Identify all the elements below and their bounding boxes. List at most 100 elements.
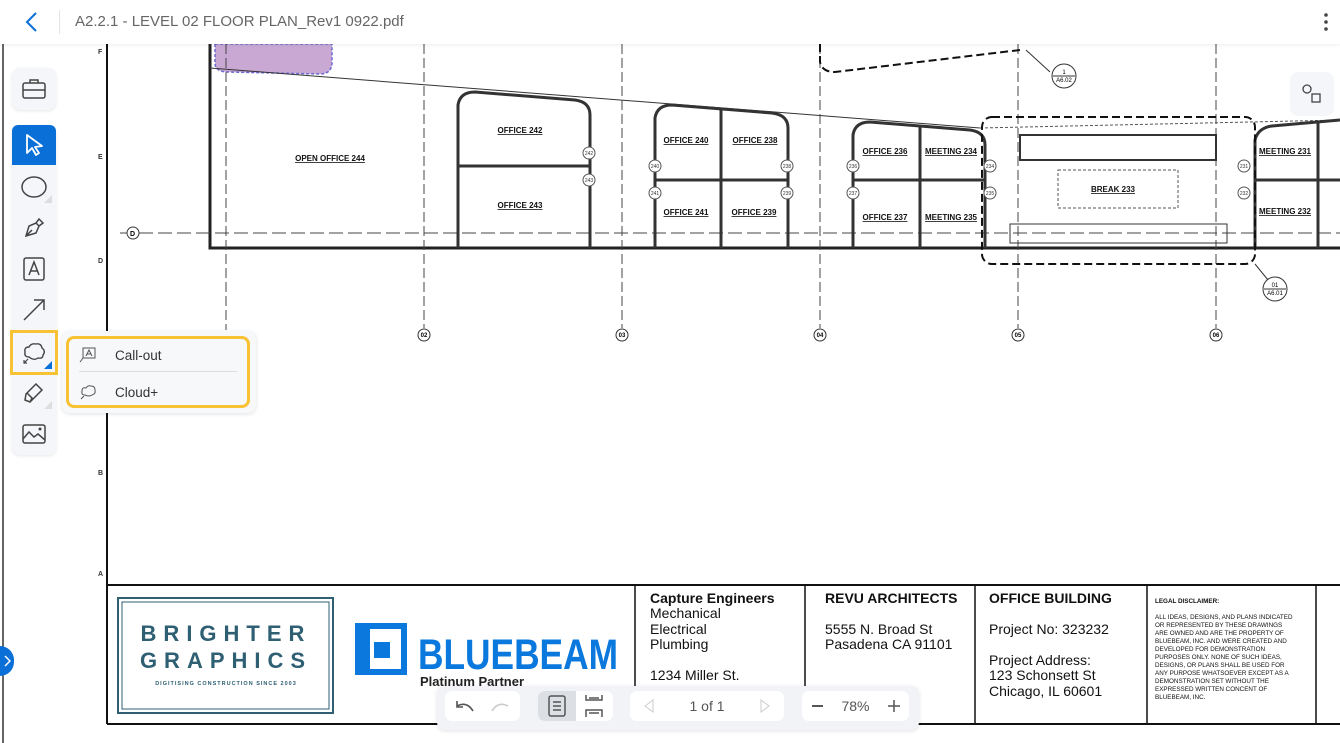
plus-icon <box>888 700 900 712</box>
continuous-page-icon <box>585 695 603 717</box>
svg-text:Pasadena CA 91101: Pasadena CA 91101 <box>825 636 953 652</box>
svg-text:1234 Miller St.: 1234 Miller St. <box>650 667 739 683</box>
svg-text:D: D <box>130 231 135 238</box>
svg-text:BLUEBEAM, INC. AND WERE CREATE: BLUEBEAM, INC. AND WERE CREATED AND <box>1155 638 1287 645</box>
triangle-left-icon <box>644 699 654 713</box>
bottom-navigation-bar: 1 of 1 78% <box>437 686 919 730</box>
svg-text:123 Schonsett St: 123 Schonsett St <box>989 667 1096 683</box>
zoom-in-button[interactable] <box>879 691 909 721</box>
expand-panel-button[interactable] <box>0 646 14 676</box>
briefcase-icon <box>22 79 46 99</box>
ellipse-icon <box>21 176 47 198</box>
svg-text:Chicago, IL 60601: Chicago, IL 60601 <box>989 683 1102 699</box>
room-label: OFFICE 236 <box>863 147 908 156</box>
page-indicator[interactable]: 1 of 1 <box>689 698 725 714</box>
view-mode-group <box>538 691 613 721</box>
svg-text:ARE OWNED AND ARE THE PROPERTY: ARE OWNED AND ARE THE PROPERTY OF <box>1155 630 1284 637</box>
zoom-controls: 78% <box>802 691 909 721</box>
previous-page-button[interactable] <box>630 691 668 721</box>
cloud-plus-icon <box>80 385 96 400</box>
ellipse-tool[interactable] <box>12 167 56 207</box>
undo-button[interactable] <box>445 691 483 721</box>
svg-text:DIGITISING CONSTRUCTION SINCE: DIGITISING CONSTRUCTION SINCE 2003 <box>155 681 297 687</box>
row-label: E <box>98 154 103 161</box>
svg-text:ALL IDEAS, DESIGNS, AND PLANS: ALL IDEAS, DESIGNS, AND PLANS INDICATED <box>1155 614 1293 621</box>
svg-text:GRAPHICS: GRAPHICS <box>140 648 312 673</box>
next-page-button[interactable] <box>746 691 784 721</box>
cloud-icon <box>23 342 45 364</box>
row-label: D <box>98 258 103 265</box>
select-tool[interactable] <box>12 125 56 165</box>
grid-label: 04 <box>817 333 824 339</box>
svg-text:REVU ARCHITECTS: REVU ARCHITECTS <box>825 590 958 606</box>
cursor-icon <box>26 134 43 156</box>
zoom-level[interactable]: 78% <box>841 698 870 714</box>
brighter-graphics-logo: BRIGHTER GRAPHICS DIGITISING CONSTRUCTIO… <box>117 597 334 714</box>
toolchest-button[interactable] <box>12 69 56 109</box>
door-tag: 231 <box>1240 164 1249 170</box>
image-tool[interactable] <box>12 414 56 454</box>
arrow-icon <box>23 299 45 321</box>
minus-icon <box>811 705 823 707</box>
section-ref: 1 <box>1062 70 1066 76</box>
menu-divider <box>79 371 237 372</box>
room-label: OFFICE 239 <box>732 208 777 217</box>
continuous-view-button[interactable] <box>576 691 614 721</box>
triangle-right-icon <box>760 699 770 713</box>
room-label: OFFICE 241 <box>664 208 709 217</box>
zoom-out-button[interactable] <box>802 691 832 721</box>
menu-item-callout[interactable]: Call-out <box>69 339 247 371</box>
highlighter-tool[interactable] <box>12 373 56 413</box>
cloud-tool[interactable] <box>10 330 58 375</box>
grid-label: 05 <box>1015 333 1022 339</box>
shapes-button[interactable] <box>1290 72 1334 116</box>
row-label: F <box>98 49 103 56</box>
markup-toolbar <box>10 125 58 455</box>
svg-text:5555 N. Broad St: 5555 N. Broad St <box>825 621 933 637</box>
grid-label: 03 <box>619 333 626 339</box>
tool-panel-top <box>12 68 56 110</box>
svg-text:OFFICE BUILDING: OFFICE BUILDING <box>989 590 1112 606</box>
legal-disclaimer: LEGAL DISCLAIMER: ALL IDEAS, DESIGNS, AN… <box>1155 598 1293 701</box>
arrow-tool[interactable] <box>12 290 56 330</box>
door-tag: 241 <box>651 191 660 197</box>
room-label: OFFICE 240 <box>664 136 709 145</box>
section-ref: 01 <box>1272 283 1279 289</box>
svg-text:BLUEBEAM, INC.: BLUEBEAM, INC. <box>1155 694 1206 701</box>
chevron-left-icon[interactable] <box>20 10 44 34</box>
menu-item-cloud-plus[interactable]: Cloud+ <box>69 376 247 408</box>
section-ref: A6.02 <box>1056 78 1072 84</box>
door-tag: 236 <box>849 164 858 170</box>
divider <box>59 10 60 34</box>
svg-text:EXPRESSED WRITTEN CONCENT OF: EXPRESSED WRITTEN CONCENT OF <box>1155 686 1267 693</box>
pen-tool[interactable] <box>12 208 56 248</box>
svg-text:DESIGNS, OR PLANS SHALL BE USE: DESIGNS, OR PLANS SHALL BE USED FOR <box>1155 662 1285 669</box>
room-label: MEETING 231 <box>1259 147 1312 156</box>
door-tag: 235 <box>986 191 995 197</box>
single-page-icon <box>548 695 566 717</box>
svg-text:Platinum Partner: Platinum Partner <box>420 674 524 689</box>
grid-label: 02 <box>421 333 428 339</box>
cloud-submenu: Call-out Cloud+ <box>62 331 256 413</box>
section-ref: A6.01 <box>1267 291 1283 297</box>
text-tool[interactable] <box>12 249 56 289</box>
kebab-icon[interactable] <box>1320 10 1332 34</box>
undo-redo-group <box>445 691 520 721</box>
room-label: MEETING 232 <box>1259 207 1312 216</box>
svg-text:DEMONSTRATION SET WITHOUT THE: DEMONSTRATION SET WITHOUT THE <box>1155 678 1269 685</box>
pen-icon <box>24 217 45 238</box>
row-label: A <box>98 571 103 578</box>
room-label: OPEN OFFICE 244 <box>295 154 365 163</box>
svg-text:BRIGHTER: BRIGHTER <box>141 621 312 646</box>
svg-text:ANY PURPOSE WHATSOEVER EXCEPT: ANY PURPOSE WHATSOEVER EXCEPT AS A <box>1155 670 1289 677</box>
door-tag: 239 <box>783 191 792 197</box>
floor-plan-drawing: F E D B A D 02 03 04 05 06 1A6.02 <box>2 44 1340 743</box>
row-label: B <box>98 470 103 477</box>
room-label: OFFICE 238 <box>733 136 778 145</box>
svg-text:BLUEBEAM: BLUEBEAM <box>418 631 618 679</box>
door-tag: 240 <box>651 164 660 170</box>
single-page-view-button[interactable] <box>538 691 576 721</box>
redo-button[interactable] <box>483 691 521 721</box>
shapes-icon <box>1302 84 1321 103</box>
